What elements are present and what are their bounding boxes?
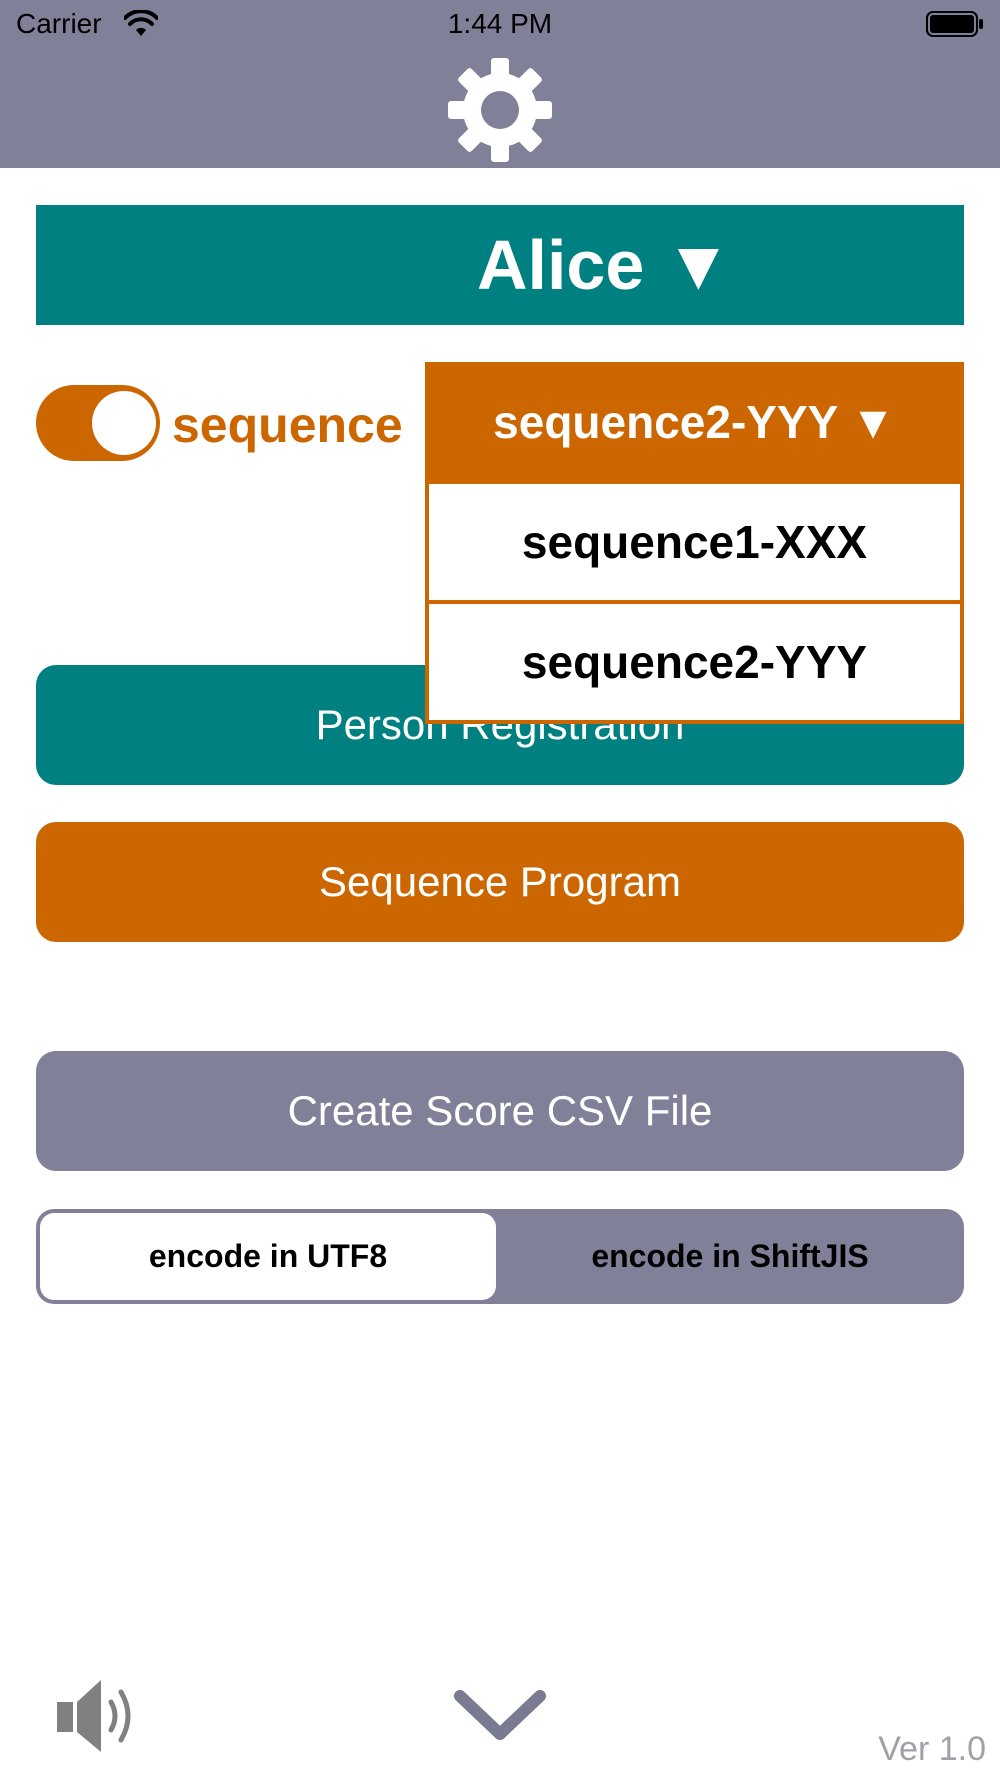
gear-icon[interactable] (448, 58, 552, 162)
encode-utf8-option[interactable]: encode in UTF8 (40, 1213, 496, 1300)
toggle-knob (92, 391, 156, 455)
encoding-segmented-control: encode in UTF8 encode in ShiftJIS (36, 1209, 964, 1304)
sequence-option-2[interactable]: sequence2-YYY (429, 604, 960, 720)
person-selector-button[interactable]: Alice ▼ (36, 205, 964, 325)
wifi-icon (124, 10, 158, 36)
sequence-option-1[interactable]: sequence1-XXX (429, 484, 960, 600)
sequence-dropdown-button[interactable]: sequence2-YYY ▼ (493, 396, 896, 448)
speaker-icon[interactable] (55, 1678, 141, 1754)
sequence-toggle-label: sequence (172, 397, 403, 453)
sequence-dropdown: sequence2-YYY ▼ sequence1-XXX sequence2-… (425, 362, 964, 724)
sequence-program-button[interactable]: Sequence Program (36, 822, 964, 942)
create-csv-button[interactable]: Create Score CSV File (36, 1051, 964, 1171)
battery-icon (926, 11, 983, 37)
version-label: Ver 1.0 (878, 1730, 986, 1768)
sequence-toggle[interactable] (36, 385, 160, 461)
carrier-label: Carrier (16, 8, 102, 39)
encode-shiftjis-option[interactable]: encode in ShiftJIS (591, 1238, 869, 1274)
status-time: 1:44 PM (447, 8, 553, 39)
chevron-down-icon[interactable] (454, 1688, 546, 1742)
